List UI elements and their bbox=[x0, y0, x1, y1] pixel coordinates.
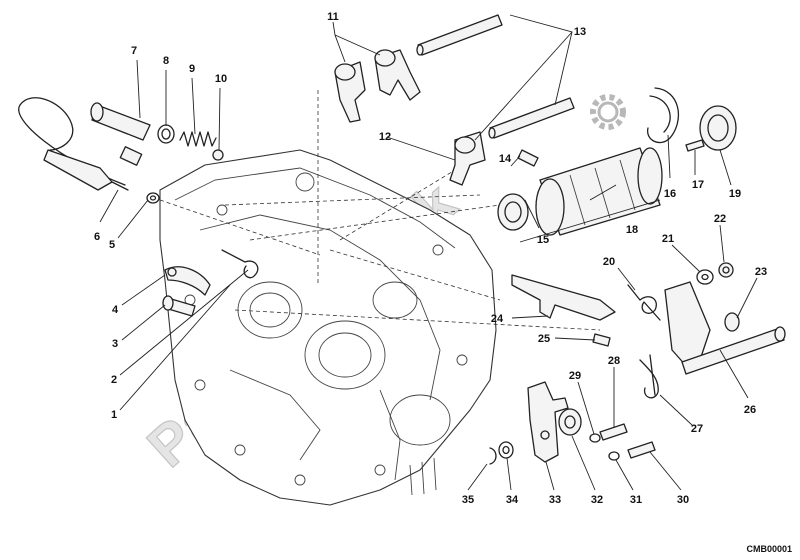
part-washer-21 bbox=[696, 269, 714, 285]
assembly-lines bbox=[159, 90, 601, 331]
callout-17: 17 bbox=[692, 179, 704, 191]
callout-25: 25 bbox=[538, 333, 550, 345]
callout-34: 34 bbox=[506, 494, 519, 506]
callout-27: 27 bbox=[691, 423, 703, 435]
callout-6: 6 bbox=[94, 231, 100, 243]
part-washer-19 bbox=[699, 105, 737, 151]
callout-28: 28 bbox=[608, 355, 620, 367]
part-fork-shafts-13 bbox=[416, 14, 575, 139]
part-lever-4 bbox=[164, 266, 211, 296]
callout-19: 19 bbox=[729, 188, 741, 200]
callout-21: 21 bbox=[662, 233, 674, 245]
callout-16: 16 bbox=[664, 188, 676, 200]
callout-2: 2 bbox=[111, 374, 117, 386]
part-pin-14 bbox=[517, 149, 539, 167]
part-shift-fork-12 bbox=[449, 131, 486, 186]
part-washer-29 bbox=[589, 433, 601, 443]
callout-9: 9 bbox=[189, 63, 195, 75]
callout-26: 26 bbox=[744, 404, 756, 416]
callout-20: 20 bbox=[603, 256, 615, 268]
part-pin-17 bbox=[685, 139, 705, 152]
part-ball-10 bbox=[212, 149, 224, 161]
part-nut-22 bbox=[718, 262, 734, 278]
part-shift-forks-11 bbox=[334, 49, 421, 123]
gear-icon bbox=[590, 94, 626, 130]
callout-5: 5 bbox=[109, 239, 115, 251]
part-bearing-15 bbox=[497, 193, 529, 231]
callout-11: 11 bbox=[327, 11, 339, 23]
part-washer-8 bbox=[157, 124, 175, 144]
part-neutral-switch bbox=[90, 102, 151, 141]
part-circlip-35 bbox=[489, 447, 497, 465]
part-shift-shaft-26 bbox=[664, 281, 786, 375]
part-bushing-23 bbox=[724, 312, 740, 332]
callout-8: 8 bbox=[163, 55, 169, 67]
part-bolt-28 bbox=[599, 423, 628, 441]
part-bolt-25 bbox=[592, 333, 611, 347]
callout-22: 22 bbox=[714, 213, 726, 225]
part-washer-5 bbox=[146, 192, 160, 204]
drawing-code: CMB00001 bbox=[746, 544, 792, 554]
callout-18: 18 bbox=[626, 224, 638, 236]
callout-4: 4 bbox=[112, 304, 119, 316]
callout-12: 12 bbox=[379, 131, 391, 143]
callout-14: 14 bbox=[499, 153, 512, 165]
callout-23: 23 bbox=[755, 266, 767, 278]
part-washer-34 bbox=[498, 441, 514, 459]
part-spring-20 bbox=[627, 284, 661, 321]
callout-10: 10 bbox=[215, 73, 227, 85]
callout-numbers: 7 8 9 10 11 12 13 14 15 16 17 18 19 6 5 … bbox=[94, 11, 767, 506]
callout-7: 7 bbox=[131, 45, 137, 57]
part-cable-sensor bbox=[18, 97, 143, 191]
leader-lines bbox=[99, 14, 758, 491]
part-washer-32 bbox=[558, 408, 582, 436]
callout-31: 31 bbox=[630, 494, 642, 506]
crankcase bbox=[159, 149, 497, 506]
callout-29: 29 bbox=[569, 370, 581, 382]
callout-35: 35 bbox=[462, 494, 474, 506]
callout-3: 3 bbox=[112, 338, 118, 350]
part-spring-27 bbox=[639, 354, 659, 399]
callout-24: 24 bbox=[491, 313, 504, 325]
part-bracket-33 bbox=[527, 381, 569, 463]
callout-1: 1 bbox=[111, 409, 117, 421]
callout-15: 15 bbox=[537, 234, 549, 246]
part-spring-9 bbox=[179, 131, 217, 147]
part-selector-drum-18 bbox=[535, 147, 663, 236]
part-bolt-30 bbox=[627, 441, 656, 459]
callout-32: 32 bbox=[591, 494, 603, 506]
part-circlip-16 bbox=[647, 87, 679, 144]
part-washer-31 bbox=[608, 451, 620, 461]
part-ratchet-plate-24 bbox=[511, 274, 616, 321]
callout-13: 13 bbox=[574, 26, 586, 38]
callout-33: 33 bbox=[549, 494, 561, 506]
callout-30: 30 bbox=[677, 494, 689, 506]
